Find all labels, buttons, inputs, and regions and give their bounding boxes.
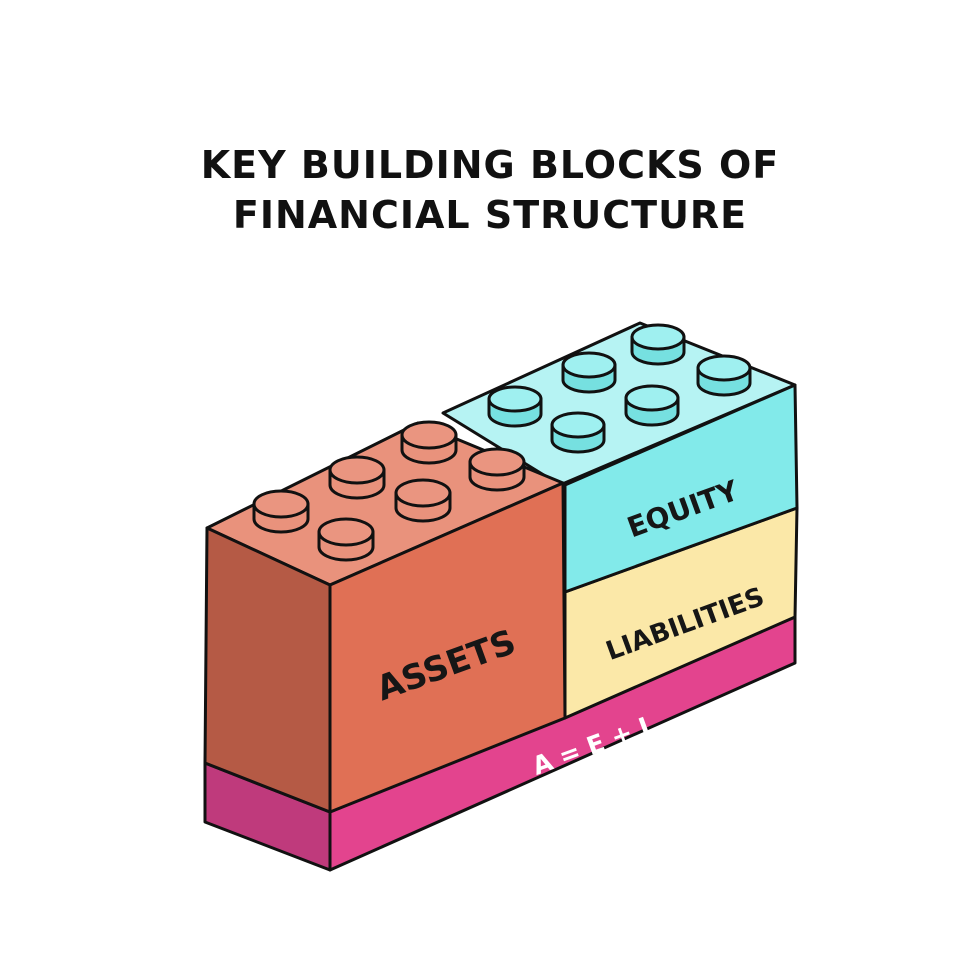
assets-studs (252, 420, 526, 562)
assets-stud (252, 489, 310, 534)
equity-stud (487, 385, 543, 428)
assets-block-front (328, 481, 567, 814)
equity-stud (550, 411, 606, 454)
equity-stud (561, 351, 617, 394)
assets-stud (394, 478, 452, 523)
assets-stud (317, 517, 375, 562)
assets-stud (328, 455, 386, 500)
equity-stud (624, 384, 680, 427)
equity-stud (630, 323, 686, 366)
equity-studs (487, 323, 752, 454)
assets-stud (468, 447, 526, 492)
title-line-1: KEY BUILDING BLOCKS OF (200, 143, 780, 187)
equity-stud (696, 354, 752, 397)
assets-stud (400, 420, 458, 465)
diagram-title: KEY BUILDING BLOCKS OF FINANCIAL STRUCTU… (0, 140, 980, 240)
title-line-2: FINANCIAL STRUCTURE (232, 193, 748, 237)
